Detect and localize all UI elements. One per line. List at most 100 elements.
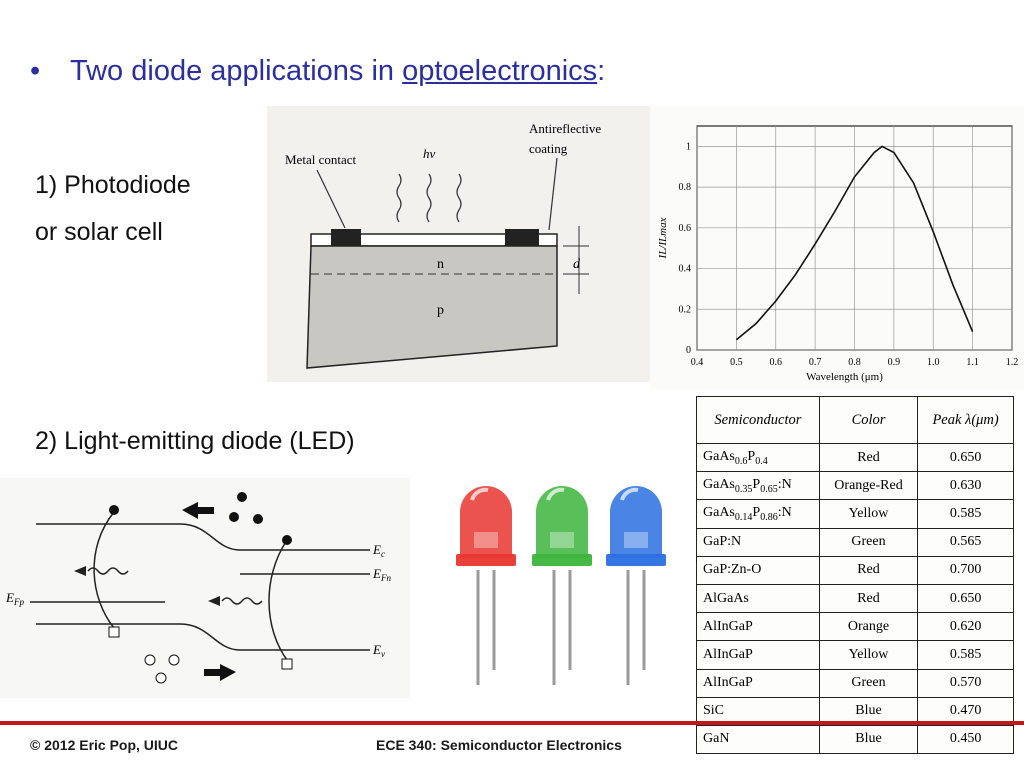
title-bullet: •: [30, 55, 41, 87]
metal-contact-label: Metal contact: [285, 152, 356, 167]
color-cell: Red: [818, 442, 919, 473]
x-tick-label: 1.0: [927, 357, 940, 368]
x-tick-label: 0.8: [848, 357, 861, 368]
y-tick-label: 0.8: [679, 182, 692, 193]
peak-wavelength-cell: 0.585: [917, 499, 1014, 529]
x-tick-label: 0.9: [888, 357, 901, 368]
x-tick-label: 0.7: [809, 357, 822, 368]
color-cell: Yellow: [818, 499, 919, 529]
ec-label: Ec: [372, 542, 385, 559]
efn-label: EFn: [372, 566, 391, 583]
peak-wavelength-cell: 0.650: [917, 583, 1014, 614]
x-tick-label: 0.4: [691, 357, 704, 368]
color-cell: Orange: [818, 612, 919, 642]
footer-divider: [0, 721, 1024, 725]
spectral-chart-svg: 0.4 0.5 0.6 0.7 0.8 0.9 1.0 1.1 1.2 0 0.2 0.4 0.6 0.8…: [657, 125, 1019, 383]
led-2: [532, 486, 592, 685]
title-suffix: :: [597, 55, 606, 87]
photodiode-figure: Metal contact Antireflective coating hv …: [267, 106, 677, 382]
led-3: [606, 486, 666, 685]
y-axis-label: IL/ILmax: [657, 217, 669, 259]
recombination-left: [93, 511, 115, 629]
photon-arrows: [396, 173, 462, 223]
semiconductor-cell: AlInGaP: [696, 612, 820, 642]
semiconductor-cell: GaP:N: [696, 527, 820, 557]
peak-wavelength-cell: 0.630: [917, 471, 1014, 501]
slide-title: • Two diode applications in optoelectroni…: [30, 55, 605, 88]
y-tick-label: 0: [686, 345, 691, 356]
peak-wavelength-cell: 0.570: [917, 668, 1014, 698]
y-tick-label: 0.4: [679, 264, 692, 275]
peak-wavelength-cell: 0.700: [917, 555, 1014, 585]
table-header-2: Peak λ(μm): [917, 396, 1014, 444]
peak-wavelength-cell: 0.650: [917, 442, 1014, 473]
color-cell: Blue: [818, 724, 919, 755]
antireflective-label-2: coating: [529, 141, 568, 156]
color-cell: Green: [818, 668, 919, 698]
led-1: [456, 486, 516, 685]
color-cell: Yellow: [818, 640, 919, 670]
peak-wavelength-cell: 0.620: [917, 612, 1014, 642]
color-cell: Orange-Red: [818, 471, 919, 501]
peak-wavelength-cell: 0.450: [917, 724, 1014, 755]
x-tick-label: 1.1: [966, 357, 979, 368]
semiconductor-cell: GaAs0.14P0.86:N: [696, 499, 820, 529]
peak-wavelength-cell: 0.565: [917, 527, 1014, 557]
substrate: [306, 245, 558, 369]
footer-course: ECE 340: Semiconductor Electronics: [376, 737, 622, 753]
semiconductor-cell: GaAs0.35P0.65:N: [696, 471, 820, 501]
color-cell: Red: [818, 555, 919, 585]
item1-line2: or solar cell: [35, 218, 163, 246]
color-cell: Red: [818, 583, 919, 614]
semiconductor-cell: AlInGaP: [696, 640, 820, 670]
x-tick-label: 0.6: [770, 357, 783, 368]
led-illustration: [456, 486, 666, 685]
hv-label: hv: [423, 146, 436, 161]
conduction-band: [36, 523, 370, 551]
x-axis-label: Wavelength (μm): [806, 371, 883, 383]
metal-contact-right: [505, 229, 539, 246]
d-label: d: [573, 257, 581, 272]
color-cell: Green: [818, 527, 919, 557]
footer-copyright: © 2012 Eric Pop, UIUC: [30, 737, 179, 753]
item1-line1: 1) Photodiode: [35, 171, 191, 199]
title-prefix: Two diode applications in: [70, 55, 403, 87]
efp-label: EFp: [5, 590, 24, 607]
metal-contact-left: [331, 229, 361, 246]
y-tick-label: 0.6: [679, 223, 692, 234]
n-region-label: n: [437, 257, 444, 272]
y-tick-label: 0.2: [679, 304, 692, 315]
table-header-1: Color: [818, 396, 919, 444]
spectral-chart: 0.4 0.5 0.6 0.7 0.8 0.9 1.0 1.1 1.2 0 0.2 0.4 0.6 0.8…: [650, 106, 1024, 390]
x-tick-label: 1.2: [1006, 357, 1019, 368]
peak-wavelength-cell: 0.585: [917, 640, 1014, 670]
x-tick-label: 0.5: [730, 357, 743, 368]
semiconductor-cell: AlInGaP: [696, 668, 820, 698]
semiconductor-cell: GaP:Zn-O: [696, 555, 820, 585]
p-region-label: p: [437, 303, 444, 318]
title-link-optoelectronics[interactable]: optoelectronics: [402, 55, 598, 87]
semiconductor-cell: AlGaAs: [696, 583, 820, 614]
recombination-right: [268, 539, 288, 661]
antireflective-label-1: Antireflective: [529, 121, 601, 136]
semiconductor-cell: GaN: [696, 724, 820, 755]
response-curve: [735, 145, 974, 341]
semiconductor-cell: GaAs0.6P0.4: [696, 442, 820, 473]
y-tick-label: 1: [686, 141, 691, 152]
band-diagram: Ec EFn EFp Ev: [0, 478, 410, 698]
ev-label: Ev: [372, 642, 385, 659]
valence-band: [36, 623, 370, 651]
item2-label: 2) Light-emitting diode (LED): [35, 427, 355, 455]
